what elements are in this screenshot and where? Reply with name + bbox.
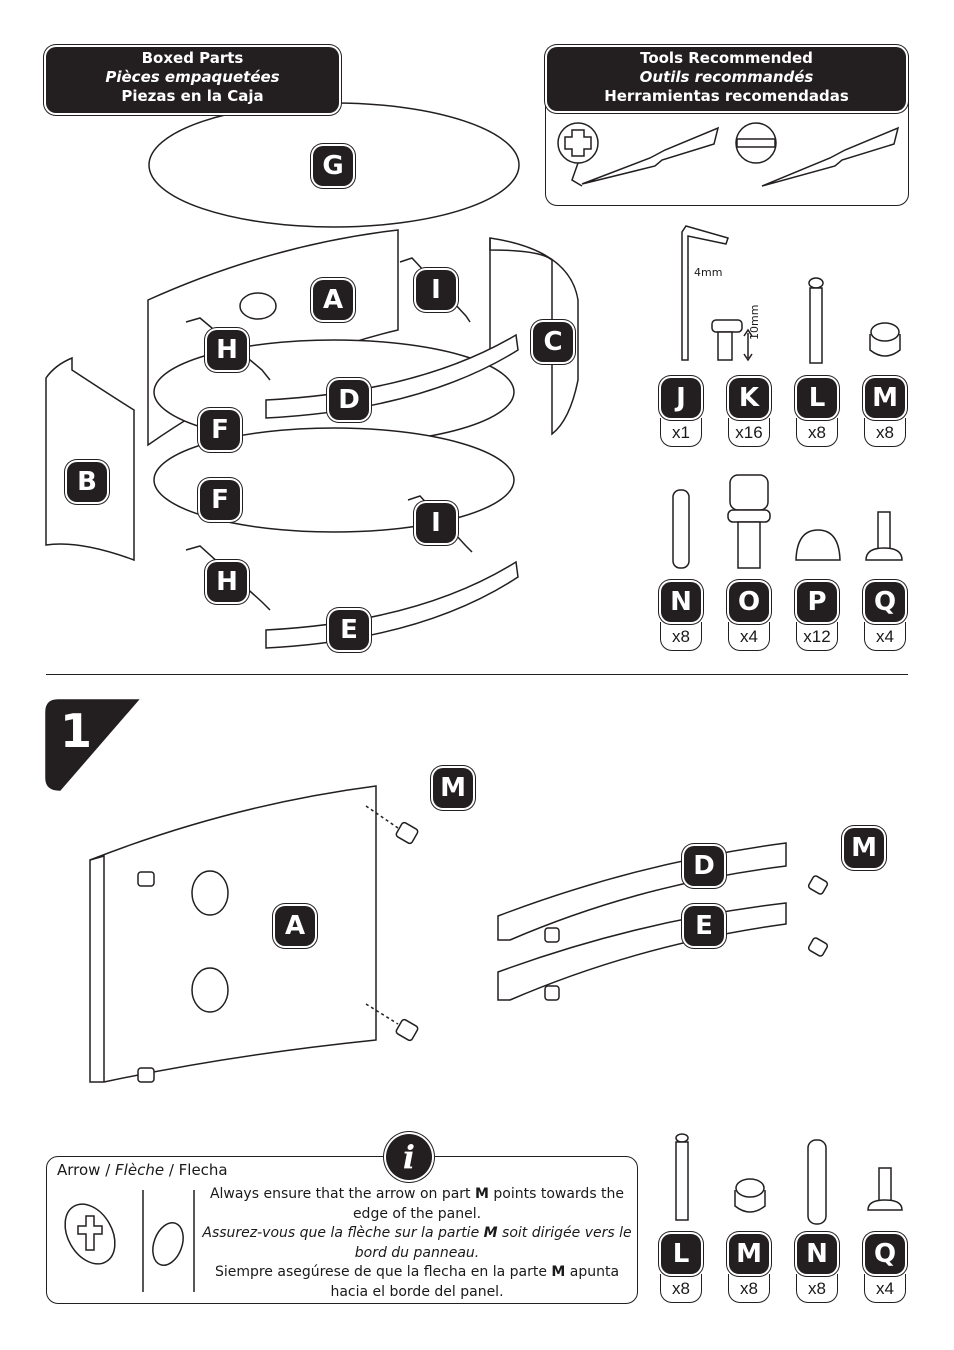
tools-en: Tools Recommended xyxy=(640,49,813,67)
note-fr: Assurez-vous que la flèche sur la partie… xyxy=(202,1225,632,1261)
fitting-j: J x1 xyxy=(660,378,702,447)
fitting-label: Q xyxy=(865,582,905,622)
label-h-upper: H xyxy=(207,330,247,370)
label-i-lower: I xyxy=(416,503,456,543)
allen-key-j xyxy=(681,225,729,361)
fitting-o: O x4 xyxy=(728,582,770,651)
fitting-qty: x8 xyxy=(728,1274,770,1303)
section-divider xyxy=(46,674,908,675)
label-c: C xyxy=(533,322,573,362)
fitting-qty: x4 xyxy=(728,622,770,651)
side-panel-c xyxy=(489,237,579,436)
step-label-d: D xyxy=(684,846,724,886)
tools-es: Herramientas recomendadas xyxy=(604,87,849,105)
label-b: B xyxy=(67,462,107,502)
step-fitting-q: Q x4 xyxy=(864,1234,906,1303)
fitting-qty: x8 xyxy=(660,622,702,651)
fitting-label: N xyxy=(661,582,701,622)
note-es: Siempre asegúrese de que la flecha en la… xyxy=(214,1264,620,1300)
side-panel-b xyxy=(45,356,135,562)
fitting-label: M xyxy=(865,378,905,418)
boxed-parts-fr: Pièces empaquetées xyxy=(105,68,280,86)
fitting-label: O xyxy=(729,582,769,622)
boxed-parts-en: Boxed Parts xyxy=(141,49,244,67)
fitting-k: K x16 xyxy=(728,378,770,447)
fitting-qty: x8 xyxy=(864,418,906,447)
label-d: D xyxy=(329,380,369,420)
step-badge-shape xyxy=(45,699,140,791)
tools-box xyxy=(545,46,909,206)
fitting-q: Q x4 xyxy=(864,582,906,651)
fitting-l: L x8 xyxy=(796,378,838,447)
fitting-p: P x12 xyxy=(796,582,838,651)
fitting-qty: x12 xyxy=(796,622,838,651)
fitting-n: N x8 xyxy=(660,582,702,651)
step-fitting-n: N x8 xyxy=(796,1234,838,1303)
label-f-upper: F xyxy=(200,410,240,450)
label-i-upper: I xyxy=(416,270,456,310)
label-h-lower: H xyxy=(207,562,247,602)
step-fitting-m: M x8 xyxy=(728,1234,770,1303)
tools-header: Tools Recommended Outils recommandés Her… xyxy=(547,47,906,111)
arrow-label: Arrow / Flèche / Flecha xyxy=(57,1161,228,1179)
step-label-a: A xyxy=(275,906,315,946)
step-label-e: E xyxy=(684,906,724,946)
fitting-qty: x8 xyxy=(796,1274,838,1303)
fitting-qty: x8 xyxy=(660,1274,702,1303)
step-number: 1 xyxy=(60,704,93,758)
boxed-parts-es: Piezas en la Caja xyxy=(121,87,264,105)
bolt-length: 10mm xyxy=(748,304,761,340)
fitting-label: Q xyxy=(865,1234,905,1274)
step-label-m-panel: M xyxy=(433,768,473,808)
fitting-label: M xyxy=(729,1234,769,1274)
fitting-label: L xyxy=(797,378,837,418)
fitting-qty: x1 xyxy=(660,418,702,447)
rail-e xyxy=(265,560,519,649)
tools-fr: Outils recommandés xyxy=(639,68,814,86)
note-text: Always ensure that the arrow on part M p… xyxy=(197,1185,637,1302)
fitting-qty: x4 xyxy=(864,622,906,651)
fitting-label: N xyxy=(797,1234,837,1274)
label-g: G xyxy=(313,146,353,186)
note-en: Always ensure that the arrow on part M p… xyxy=(209,1186,625,1222)
fitting-label: P xyxy=(797,582,837,622)
label-f-lower: F xyxy=(200,480,240,520)
fitting-label: K xyxy=(729,378,769,418)
arrow-note: Arrow / Flèche / Flecha Always ensure th… xyxy=(46,1156,638,1304)
fitting-m: M x8 xyxy=(864,378,906,447)
step-panel-a xyxy=(89,785,377,1083)
fitting-qty: x16 xyxy=(728,418,770,447)
fitting-label: L xyxy=(661,1234,701,1274)
fitting-qty: x8 xyxy=(796,418,838,447)
fitting-qty: x4 xyxy=(864,1274,906,1303)
step-label-m-rail: M xyxy=(844,828,884,868)
allen-key-size: 4mm xyxy=(694,266,723,279)
fitting-label: J xyxy=(661,378,701,418)
boxed-parts-header: Boxed Parts Pièces empaquetées Piezas en… xyxy=(46,47,339,113)
step-fitting-l: L x8 xyxy=(660,1234,702,1303)
label-e: E xyxy=(329,610,369,650)
info-icon: i xyxy=(386,1134,432,1180)
label-a: A xyxy=(313,280,353,320)
